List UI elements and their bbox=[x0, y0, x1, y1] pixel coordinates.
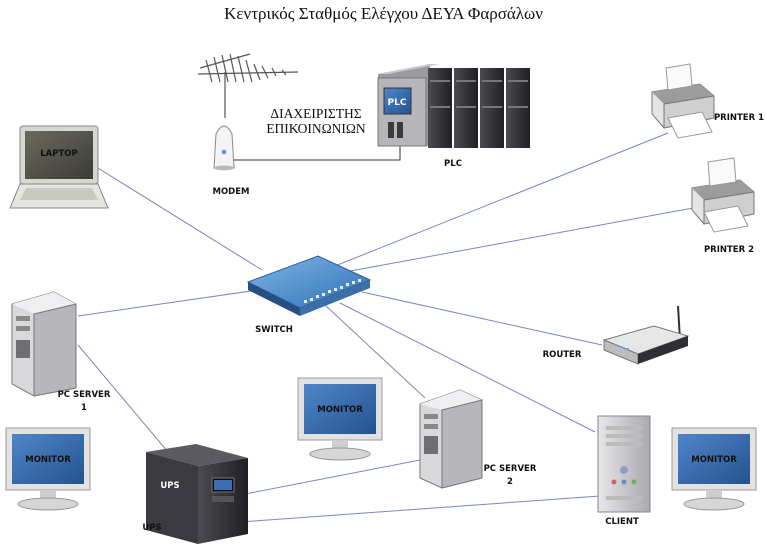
link-ups-client bbox=[239, 495, 601, 523]
router-label: ROUTER bbox=[542, 350, 582, 360]
laptop-icon bbox=[9, 125, 109, 209]
monitor-center-label: MONITOR bbox=[317, 405, 363, 415]
laptop-label: LAPTOP bbox=[40, 149, 77, 159]
ups-label: UPS bbox=[142, 523, 162, 533]
comm-manager-label: ΔΙΑΧΕΙΡΙΣΤΗΣ ΕΠΙΚΟΙΝΩΝΙΩΝ bbox=[256, 106, 376, 136]
pc-server-2-label-line-2: 2 bbox=[507, 477, 513, 487]
printer-1-label: PRINTER 1 bbox=[713, 113, 765, 123]
link-switch-printer1 bbox=[329, 132, 669, 269]
pc-server-2-label: PC SERVER 2 bbox=[478, 463, 542, 489]
plc-label: PLC bbox=[444, 159, 462, 169]
switch-label: SWITCH bbox=[255, 325, 293, 335]
pc-server-1-label-line-2: 1 bbox=[81, 403, 87, 413]
modem-icon bbox=[213, 125, 235, 171]
modem-label: MODEM bbox=[212, 187, 250, 197]
monitor-center-icon bbox=[297, 377, 383, 461]
link-laptop-switch bbox=[92, 164, 263, 271]
monitor-right-label: MONITOR bbox=[691, 455, 737, 465]
plc-icon bbox=[377, 64, 530, 148]
ups-badge-label: UPS bbox=[160, 481, 179, 491]
pc-server-1-label-line-1: PC SERVER bbox=[57, 390, 111, 400]
switch-icon bbox=[246, 255, 372, 316]
router-icon bbox=[602, 305, 690, 365]
link-ups-server2 bbox=[239, 459, 421, 496]
link-switch-printer2 bbox=[344, 207, 694, 273]
monitor-left-label: MONITOR bbox=[25, 455, 71, 465]
comm-manager-line-2: ΕΠΙΚΟΙΝΩΝΙΩΝ bbox=[266, 121, 366, 136]
link-switch-router bbox=[361, 291, 603, 346]
client-pc-icon bbox=[597, 415, 651, 513]
printer-2-icon bbox=[691, 157, 755, 233]
pc-server-2-icon bbox=[419, 389, 483, 489]
plc-screen-label: PLC bbox=[388, 98, 407, 108]
link-server1-ups bbox=[77, 344, 169, 453]
comm-manager-line-1: ΔΙΑΧΕΙΡΙΣΤΗΣ bbox=[270, 106, 362, 121]
diagram-title: Κεντρικός Σταθμός Ελέγχου ΔΕΥΑ Φαρσάλων bbox=[224, 4, 543, 23]
printer-1-icon bbox=[651, 63, 715, 139]
client-label: CLIENT bbox=[605, 517, 639, 527]
printer-2-label: PRINTER 2 bbox=[703, 245, 755, 255]
monitor-right-icon bbox=[671, 427, 757, 511]
pc-server-2-label-line-1: PC SERVER bbox=[483, 464, 537, 474]
ups-icon bbox=[146, 444, 248, 544]
monitor-left-icon bbox=[5, 427, 91, 511]
link-switch-server2 bbox=[324, 304, 426, 399]
pc-server-1-label: PC SERVER 1 bbox=[52, 389, 116, 415]
link-modem-plc bbox=[223, 140, 401, 161]
link-switch-client bbox=[339, 302, 596, 433]
link-server1-switch bbox=[77, 289, 259, 317]
antenna-icon bbox=[197, 53, 299, 118]
pc-server-1-icon bbox=[11, 291, 77, 397]
